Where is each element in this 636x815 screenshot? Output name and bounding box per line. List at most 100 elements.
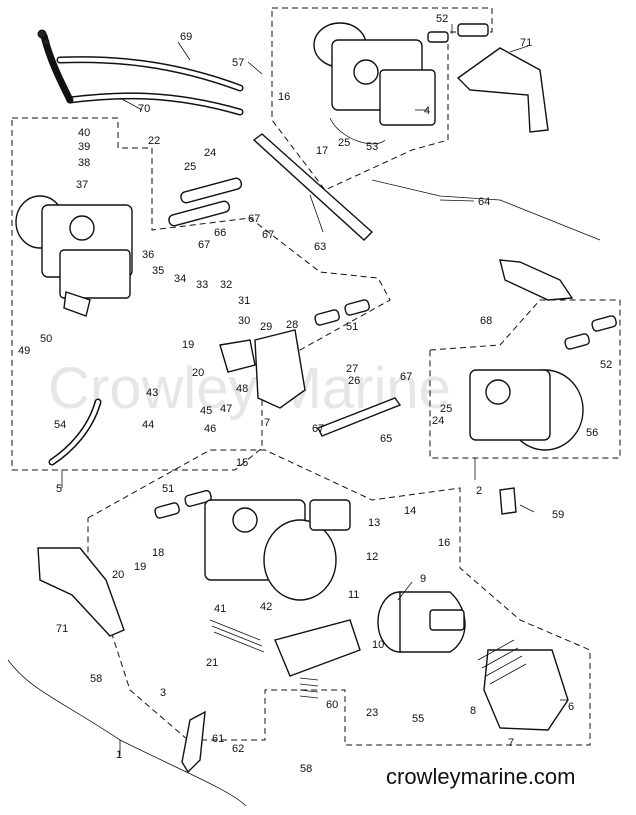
callout-35: 35 [152, 265, 164, 277]
callout-40: 40 [78, 127, 90, 139]
callout-33: 33 [196, 279, 208, 291]
callout-69: 69 [180, 31, 192, 43]
callout-8: 8 [470, 705, 476, 717]
bracket-71-top [456, 47, 549, 133]
fuel-hoses [37, 29, 244, 116]
callout-11: 11 [348, 589, 359, 601]
callout-44: 44 [142, 419, 154, 431]
callout-39: 39 [78, 141, 90, 153]
callout-21: 21 [206, 657, 218, 669]
sleeves-51-52 [154, 299, 617, 519]
callout-45: 45 [200, 405, 212, 417]
callout-36: 36 [142, 249, 154, 261]
callout-24: 24 [204, 147, 216, 159]
callout-34: 34 [174, 273, 186, 285]
callout-43: 43 [146, 387, 158, 399]
callout-59: 59 [552, 509, 564, 521]
lever-61 [181, 710, 206, 774]
callout-68: 68 [480, 315, 492, 327]
fuel-bowl-48 [254, 329, 306, 409]
callout-16: 16 [438, 537, 450, 549]
callout-56: 56 [586, 427, 598, 439]
callout-7: 7 [508, 737, 514, 749]
callout-18: 18 [152, 547, 164, 559]
callout-48: 48 [236, 383, 248, 395]
throttle-lever [499, 259, 574, 301]
callout-67: 67 [262, 229, 274, 241]
spring-21 [209, 619, 265, 653]
bracket-71-bottom [37, 547, 125, 637]
callout-37: 37 [76, 179, 88, 191]
callout-41: 41 [214, 603, 226, 615]
callout-12: 12 [366, 551, 378, 563]
callout-labels: 69 70 57 52 71 16 4 17 25 53 40 39 22 38… [18, 13, 612, 775]
callout-62: 62 [232, 743, 244, 755]
callout-2: 2 [476, 485, 482, 497]
cover-8 [483, 649, 569, 731]
link-rod-63 [252, 133, 374, 241]
pump-cover-29 [219, 339, 256, 373]
float-bowl-assembly [377, 591, 466, 653]
carburetor-right [469, 369, 584, 515]
spring-8 [477, 639, 527, 685]
link-rod-65 [317, 397, 402, 437]
callout-67: 67 [198, 239, 210, 251]
callout-6: 6 [568, 701, 574, 713]
callout-52: 52 [600, 359, 612, 371]
callout-71: 71 [520, 37, 532, 49]
carburetor-left [15, 195, 133, 317]
callout-58: 58 [300, 763, 312, 775]
callout-25: 25 [440, 403, 452, 415]
hose-fitting [40, 32, 74, 104]
callout-67: 67 [248, 213, 260, 225]
callout-24: 24 [432, 415, 444, 427]
carburetor-top [313, 22, 436, 145]
callout-14: 14 [404, 505, 416, 517]
callout-51: 51 [162, 483, 174, 495]
callout-70: 70 [138, 103, 150, 115]
callout-47: 47 [220, 403, 232, 415]
callout-25: 25 [338, 137, 350, 149]
callout-50: 50 [40, 333, 52, 345]
group-outlines [11, 7, 621, 746]
callout-51: 51 [346, 321, 358, 333]
callout-46: 46 [204, 423, 216, 435]
callout-26: 26 [348, 375, 360, 387]
callout-67: 67 [400, 371, 412, 383]
callout-1: 1 [116, 749, 122, 761]
callout-57: 57 [232, 57, 244, 69]
callout-13: 13 [368, 517, 380, 529]
callout-64: 64 [478, 196, 490, 208]
carburetor-5-outline [11, 117, 391, 471]
callout-67: 67 [312, 423, 324, 435]
callout-15: 15 [236, 457, 248, 469]
callout-5: 5 [56, 483, 62, 495]
carburetor-bottom [204, 499, 361, 677]
callout-60: 60 [326, 699, 338, 711]
spring-60 [299, 677, 319, 699]
callout-65: 65 [380, 433, 392, 445]
carburetor-3-outline [87, 449, 591, 746]
balance-tubes-66 [168, 177, 243, 227]
callout-19: 19 [134, 561, 146, 573]
site-label: crowleymarine.com [386, 764, 576, 789]
callout-4: 4 [424, 105, 430, 117]
callout-25: 25 [184, 161, 196, 173]
carburetor-4-outline [271, 7, 493, 191]
callout-66: 66 [214, 227, 226, 239]
callout-3: 3 [160, 687, 166, 699]
callout-23: 23 [366, 707, 378, 719]
callout-7: 7 [264, 417, 270, 429]
callout-10: 10 [372, 639, 384, 651]
carburetor-2-outline [429, 299, 621, 459]
throttle-rod-64 [371, 179, 601, 241]
callout-53: 53 [366, 141, 378, 153]
callout-20: 20 [192, 367, 204, 379]
callout-29: 29 [260, 321, 272, 333]
callout-30: 30 [238, 315, 250, 327]
callout-28: 28 [286, 319, 298, 331]
callout-32: 32 [220, 279, 232, 291]
callout-19: 19 [182, 339, 194, 351]
